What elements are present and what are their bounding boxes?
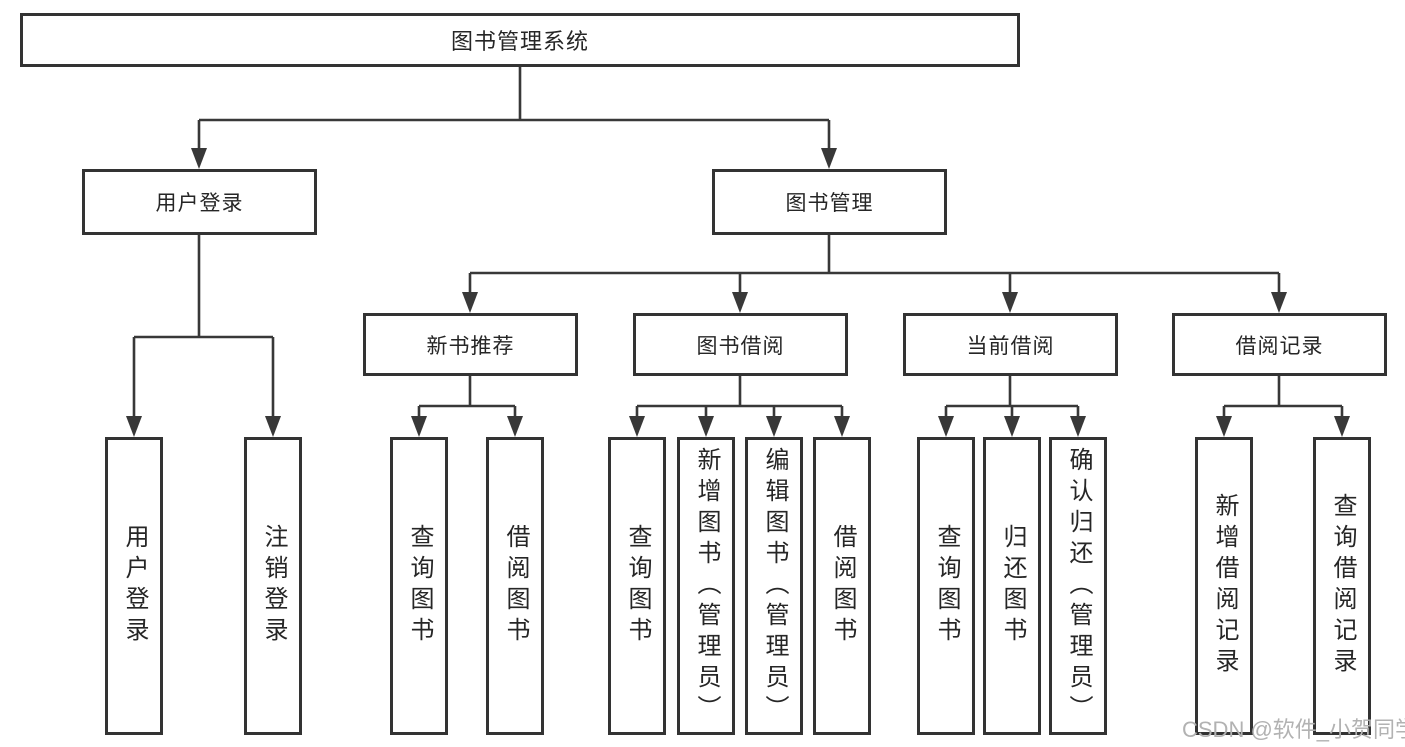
node-label: 图书管理系统: [450, 29, 589, 54]
arrowhead-down: [191, 148, 207, 169]
leaf-confirm-return-admin: 确认归还（管理员）: [1049, 437, 1107, 735]
arrowhead-down: [411, 416, 427, 437]
node-label: 借阅图书: [502, 524, 529, 648]
edge-bookmgmt-to-level3: [468, 235, 1281, 297]
leaf-query-borrow-record: 查询借阅记录: [1313, 437, 1371, 735]
arrowhead-down: [265, 416, 281, 437]
edge-borrowing-to-leaves: [635, 376, 844, 421]
node-library-management-system: 图书管理系统: [20, 13, 1020, 67]
edge-root-to-level2: [197, 67, 831, 153]
node-label: 图书管理: [785, 192, 874, 215]
node-label: 归还图书: [999, 524, 1026, 648]
arrowhead-down: [766, 416, 782, 437]
arrowhead-down: [1070, 416, 1086, 437]
arrowhead-down: [938, 416, 954, 437]
arrowhead-down: [629, 416, 645, 437]
arrowhead-down: [1004, 416, 1020, 437]
leaf-user-login: 用户登录: [105, 437, 163, 735]
node-label: 借阅记录: [1235, 334, 1324, 358]
leaf-query-books-borrowing: 查询图书: [608, 437, 666, 735]
leaf-return-books: 归还图书: [983, 437, 1041, 735]
node-label: 查询图书: [624, 524, 651, 648]
leaf-logout: 注销登录: [244, 437, 302, 735]
arrowhead-down: [1002, 292, 1018, 313]
arrowhead-down: [821, 148, 837, 169]
node-label: 当前借阅: [966, 334, 1055, 358]
leaf-edit-books-admin: 编辑图书（管理员）: [745, 437, 803, 735]
node-label: 用户登录: [155, 192, 244, 215]
arrowhead-down: [462, 292, 478, 313]
edge-records-to-leaves: [1222, 376, 1344, 421]
node-label: 用户登录: [121, 524, 148, 648]
arrowhead-down: [507, 416, 523, 437]
node-label: 查询图书: [933, 524, 960, 648]
csdn-watermark: CSDN @软件_小贺同学: [1182, 717, 1405, 742]
node-new-book-recommendation: 新书推荐: [363, 313, 578, 376]
node-label: 图书借阅: [696, 334, 785, 358]
node-label: 编辑图书（管理员）: [761, 446, 788, 726]
arrowhead-down: [126, 416, 142, 437]
arrowhead-down: [834, 416, 850, 437]
node-label: 查询图书: [406, 524, 433, 648]
node-label: 查询借阅记录: [1329, 493, 1356, 679]
node-user-login: 用户登录: [82, 169, 317, 235]
leaf-add-borrow-record: 新增借阅记录: [1195, 437, 1253, 735]
node-label: 借阅图书: [829, 524, 856, 648]
edge-userlogin-to-leaves: [132, 235, 275, 421]
arrowhead-down: [1334, 416, 1350, 437]
leaf-borrow-books-borrowing: 借阅图书: [813, 437, 871, 735]
node-label: 新增图书（管理员）: [693, 446, 720, 726]
arrowhead-down: [1271, 292, 1287, 313]
node-label: 新增借阅记录: [1211, 493, 1238, 679]
node-label: 注销登录: [260, 524, 287, 648]
leaf-add-books-admin: 新增图书（管理员）: [677, 437, 735, 735]
leaf-borrow-books-recommend: 借阅图书: [486, 437, 544, 735]
node-book-borrowing: 图书借阅: [633, 313, 848, 376]
node-borrowing-records: 借阅记录: [1172, 313, 1387, 376]
arrowhead-down: [732, 292, 748, 313]
arrowhead-down: [698, 416, 714, 437]
node-book-management: 图书管理: [712, 169, 947, 235]
leaf-query-books-current: 查询图书: [917, 437, 975, 735]
edge-current-to-leaves: [944, 376, 1080, 421]
arrowhead-down: [1216, 416, 1232, 437]
node-label: 新书推荐: [426, 334, 515, 358]
node-current-borrowing: 当前借阅: [903, 313, 1118, 376]
leaf-query-books-recommend: 查询图书: [390, 437, 448, 735]
node-label: 确认归还（管理员）: [1065, 446, 1092, 726]
edge-newbook-to-leaves: [417, 376, 517, 421]
